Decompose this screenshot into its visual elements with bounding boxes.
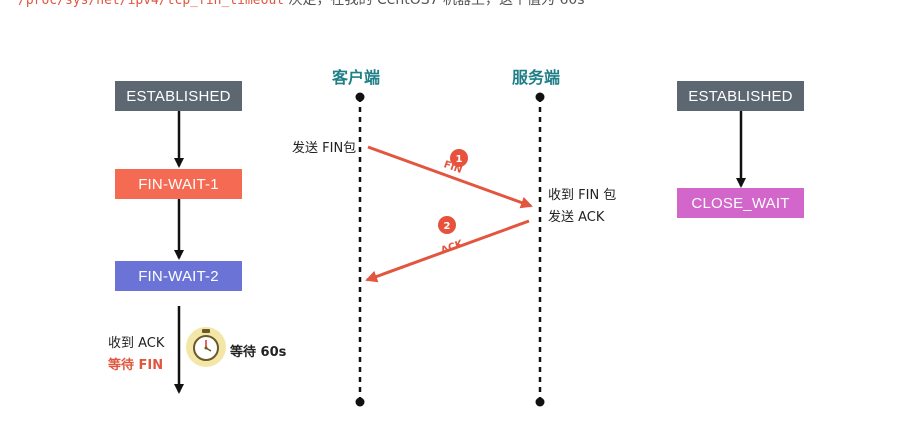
client-lifeline-bottom-dot <box>355 397 365 407</box>
fin-arrow <box>367 145 533 209</box>
recv-ack-label: 收到 ACK <box>108 336 165 351</box>
header-text: 决定，在我的 CentOS7 机器上，这个值为 60s <box>284 0 585 8</box>
state-fin-wait-1: FIN-WAIT-1 <box>115 169 242 199</box>
stopwatch-icon <box>186 327 226 367</box>
wait-fin-label: 等待 FIN <box>108 358 164 373</box>
header-line: /proc/sys/net/ipv4/tcp_fin_timeout 决定，在我… <box>18 0 585 9</box>
state-client-established: ESTABLISHED <box>115 81 242 111</box>
server-lifeline-bottom-dot <box>535 397 545 407</box>
state-close-wait: CLOSE_WAIT <box>677 188 804 218</box>
header-code: /proc/sys/net/ipv4/tcp_fin_timeout <box>18 0 285 8</box>
state-server-established: ESTABLISHED <box>677 81 804 111</box>
fin-step-badge <box>450 149 468 167</box>
client-lifeline-top-dot <box>355 92 365 102</box>
state-fin-wait-2: FIN-WAIT-2 <box>115 261 242 291</box>
server-column-title: 服务端 <box>512 68 561 87</box>
send-fin-label: 发送 FIN包 <box>292 141 357 156</box>
wait-time-label: 等待 60s <box>230 345 287 360</box>
ack-step-badge <box>438 216 456 234</box>
fin-step-number: 1 <box>456 154 463 165</box>
server-lifeline-top-dot <box>535 92 545 102</box>
recv-fin-label: 收到 FIN 包 <box>548 188 617 203</box>
client-column-title: 客户端 <box>332 68 381 87</box>
ack-arrow <box>365 219 530 283</box>
ack-step-number: 2 <box>444 221 451 232</box>
ack-arrow-label: ACK <box>440 238 466 257</box>
send-ack-label: 发送 ACK <box>548 210 605 225</box>
